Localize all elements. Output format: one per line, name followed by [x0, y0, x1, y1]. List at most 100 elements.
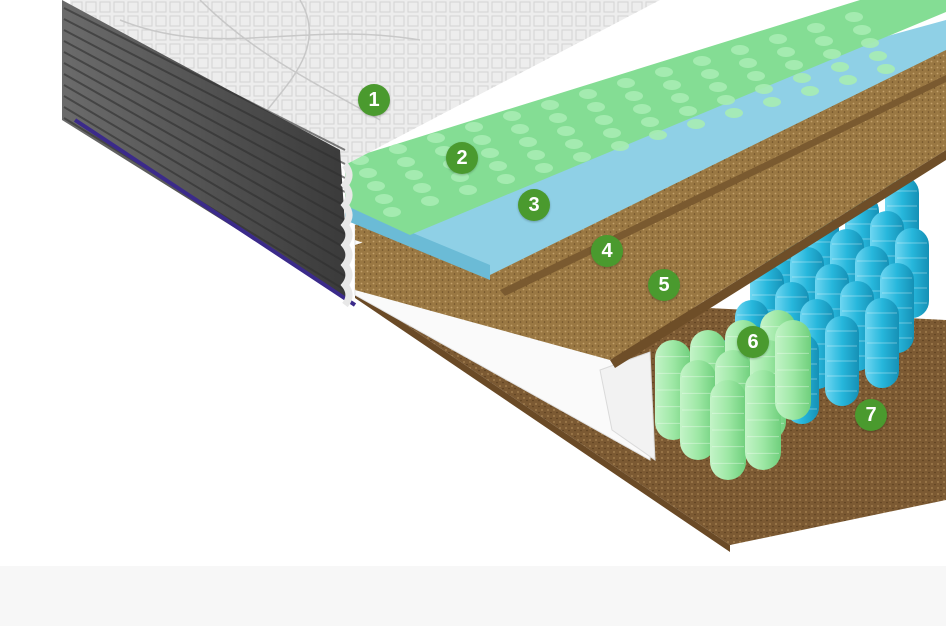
panel-rib: [63, 40, 346, 193]
egg-crate-bump: [763, 97, 781, 107]
egg-crate-bump: [451, 172, 469, 182]
layer-badge-3: 3: [518, 189, 550, 221]
layer-badge-6: 6: [737, 326, 769, 358]
egg-crate-bump: [549, 113, 567, 123]
egg-crate-bump: [747, 71, 765, 81]
egg-crate-bump: [655, 67, 673, 77]
egg-crate-bump: [687, 119, 705, 129]
egg-crate-bump: [503, 111, 521, 121]
egg-crate-bump: [663, 80, 681, 90]
egg-crate-bump: [565, 139, 583, 149]
egg-crate-bump: [465, 122, 483, 132]
egg-crate-bump: [709, 82, 727, 92]
blue-foam-front: [345, 205, 490, 280]
panel-rib: [63, 106, 346, 277]
egg-crate-bump: [671, 93, 689, 103]
egg-crate-bump: [793, 73, 811, 83]
pocket-springs: [655, 176, 929, 480]
side-panel: [62, 0, 350, 300]
panel-rib: [63, 62, 346, 221]
egg-crate-foam-layer: [345, 0, 946, 235]
egg-crate-bump: [557, 126, 575, 136]
egg-crate-bump: [481, 148, 499, 158]
egg-crate-bump: [405, 170, 423, 180]
egg-crate-bump: [831, 62, 849, 72]
egg-crate-bump: [869, 51, 887, 61]
egg-crate-bump: [611, 141, 629, 151]
egg-crate-bump: [541, 100, 559, 110]
coir-layer-lower-edge: [610, 150, 946, 368]
egg-crate-bump: [731, 45, 749, 55]
egg-crate-bump: [877, 64, 895, 74]
egg-crate-bump: [839, 75, 857, 85]
egg-crate-bump: [603, 128, 621, 138]
egg-crate-bump: [777, 47, 795, 57]
egg-crate-bump: [375, 194, 393, 204]
egg-crate-bump: [641, 117, 659, 127]
cover-wave-edge: [340, 162, 353, 308]
egg-crate-bump: [717, 95, 735, 105]
egg-crate-bump: [459, 185, 477, 195]
egg-crate-bump: [617, 78, 635, 88]
layer-badge-4: 4: [591, 235, 623, 267]
egg-crate-bump: [535, 163, 553, 173]
egg-crate-bump: [853, 25, 871, 35]
egg-crate-bump: [785, 60, 803, 70]
egg-crate-bump: [489, 161, 507, 171]
egg-crate-bump: [625, 91, 643, 101]
panel-rib: [63, 84, 346, 249]
egg-crate-bump: [845, 12, 863, 22]
egg-crate-bump: [413, 183, 431, 193]
egg-crate-bump: [815, 36, 833, 46]
layer-badge-1: 1: [358, 84, 390, 116]
layer-badge-5: 5: [648, 269, 680, 301]
egg-crate-bump: [823, 49, 841, 59]
egg-crate-bump: [739, 58, 757, 68]
egg-crate-bump: [861, 38, 879, 48]
green-pocket-spring: [775, 320, 811, 420]
panel-rib: [63, 51, 346, 207]
blue-pocket-spring: [865, 298, 899, 388]
egg-crate-bump: [801, 86, 819, 96]
layer-badge-2: 2: [446, 142, 478, 174]
panel-rib: [63, 7, 346, 151]
panel-rib: [63, 18, 346, 165]
base-coir-edge: [355, 290, 730, 552]
white-foam-end: [599, 351, 656, 461]
egg-crate-bump: [633, 104, 651, 114]
egg-crate-bump: [383, 207, 401, 217]
egg-crate-bump: [359, 168, 377, 178]
egg-crate-bump: [573, 152, 591, 162]
green-pocket-spring: [745, 370, 781, 470]
egg-crate-bump: [511, 124, 529, 134]
panel-rib: [63, 73, 346, 235]
green-pocket-spring: [680, 360, 716, 460]
egg-crate-bump: [595, 115, 613, 125]
egg-crate-bump: [769, 34, 787, 44]
layer-badge-7: 7: [855, 399, 887, 431]
piping-edge: [73, 118, 357, 307]
panel-rib: [63, 95, 346, 263]
egg-crate-bumps: [351, 12, 895, 217]
egg-crate-bump: [587, 102, 605, 112]
egg-crate-bump: [527, 150, 545, 160]
egg-crate-bump: [473, 135, 491, 145]
egg-crate-bump: [397, 157, 415, 167]
blue-foam-layer: [345, 20, 946, 275]
egg-crate-bump: [421, 196, 439, 206]
egg-crate-bump: [693, 56, 711, 66]
egg-crate-bump: [579, 89, 597, 99]
egg-crate-bump: [679, 106, 697, 116]
egg-crate-bump: [755, 84, 773, 94]
egg-crate-bump: [427, 133, 445, 143]
blue-pocket-spring: [825, 316, 859, 406]
quilted-top-cover: [70, 0, 660, 165]
egg-crate-bump: [725, 108, 743, 118]
egg-crate-bump: [497, 174, 515, 184]
egg-crate-bump: [807, 23, 825, 33]
egg-crate-bump: [649, 130, 667, 140]
floor-shadow: [0, 566, 946, 626]
egg-crate-bump: [701, 69, 719, 79]
side-panel-ribs: [63, 7, 346, 291]
